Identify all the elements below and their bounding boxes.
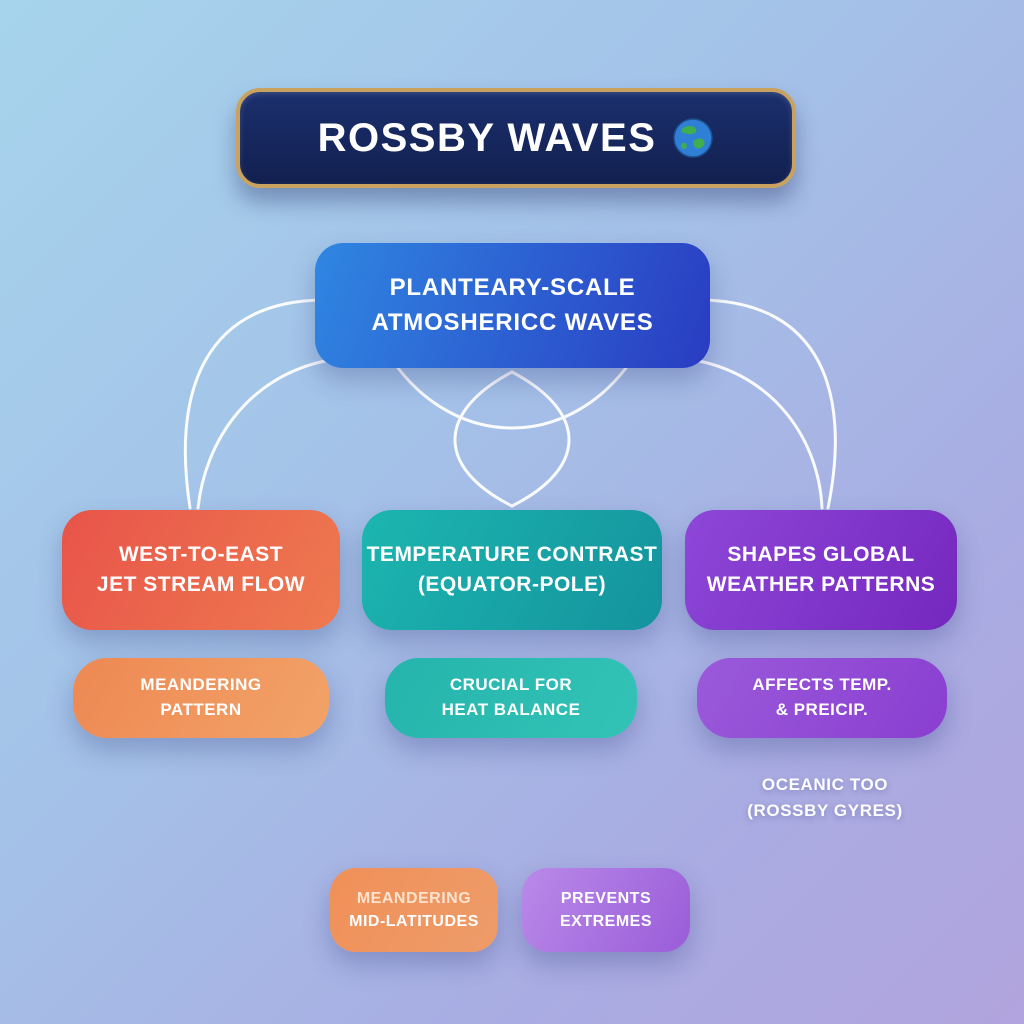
note-label: OCEANIC TOO xyxy=(761,775,889,794)
root-node-planetary-waves: PLANTEARY-SCALE ATMOSHERICC WAVES xyxy=(315,243,710,368)
branch-node-jet-stream: WEST-TO-EAST JET STREAM FLOW xyxy=(62,510,340,630)
branch-node-weather-patterns: SHAPES GLOBAL WEATHER PATTERNS xyxy=(685,510,957,630)
sub-node-label: & PREICIP. xyxy=(775,700,869,719)
footer-label: EXTREMES xyxy=(559,913,652,930)
branch-label: TEMPERATURE CONTRAST xyxy=(366,542,658,566)
branch-label: WEATHER PATTERNS xyxy=(706,573,936,596)
sub-node-label: AFFECTS TEMP. xyxy=(752,675,892,695)
root-node-label-line1: PLANTEARY-SCALE xyxy=(389,273,636,301)
branch-label: (EQUATOR-POLE) xyxy=(417,573,607,596)
footer-label: MID-LATITUDES xyxy=(349,913,479,930)
branch-label: JET STREAM FLOW xyxy=(96,573,306,596)
branch-label: SHAPES GLOBAL xyxy=(727,542,915,566)
footer-label: PREVENTS xyxy=(560,889,652,907)
footer-node-mid-latitudes: MEANDERING MID-LATITUDES xyxy=(330,868,498,952)
sub-node-heat-balance: CRUCIAL FOR HEAT BALANCE xyxy=(385,658,637,738)
sub-node-label: CRUCIAL FOR xyxy=(449,675,573,695)
root-node-label-line2: ATMOSHERICC WAVES xyxy=(371,308,654,336)
branch-node-temperature-contrast: TEMPERATURE CONTRAST (EQUATOR-POLE) xyxy=(362,510,662,630)
sub-node-affects-temp-precip: AFFECTS TEMP. & PREICIP. xyxy=(697,658,947,738)
page-title: ROSSBY WAVES xyxy=(317,115,657,160)
footer-node-prevents-extremes: PREVENTS EXTREMES xyxy=(522,868,690,952)
branch-label: WEST-TO-EAST xyxy=(118,542,284,566)
title-banner: ROSSBY WAVES xyxy=(236,88,796,188)
note-label: (ROSSBY GYRES) xyxy=(747,801,903,821)
sub-node-meandering-pattern: MEANDERING PATTERN xyxy=(73,658,329,738)
footer-label: MEANDERING xyxy=(356,889,472,907)
sub-node-label: HEAT BALANCE xyxy=(441,700,581,719)
sub-node-label: MEANDERING xyxy=(140,675,262,695)
sub-node-label: PATTERN xyxy=(160,700,242,719)
note-oceanic-rossby-gyres: OCEANIC TOO (ROSSBY GYRES) xyxy=(700,772,950,825)
globe-icon xyxy=(673,118,714,158)
